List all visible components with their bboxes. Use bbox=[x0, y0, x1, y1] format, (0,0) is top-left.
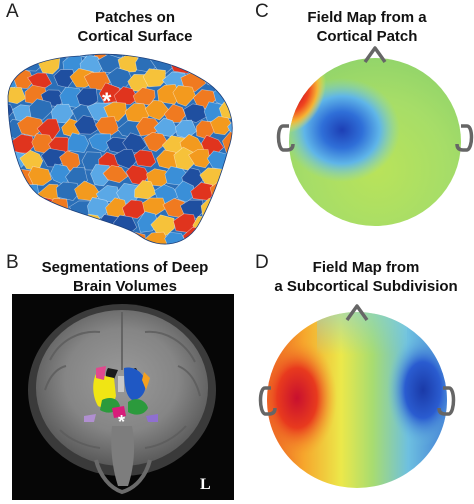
cortical-patch bbox=[211, 212, 233, 233]
cortical-patch bbox=[27, 165, 52, 186]
cortical-patch bbox=[172, 85, 196, 107]
cortical-patch bbox=[8, 200, 16, 222]
panel-a-title: Patches on Cortical Surface bbox=[40, 8, 230, 46]
cortical-patch bbox=[102, 164, 129, 184]
cortical-surface-image bbox=[7, 53, 233, 245]
cortical-patch bbox=[142, 197, 167, 217]
panel-c-letter: C bbox=[255, 1, 269, 22]
orientation-label: L bbox=[200, 476, 211, 493]
panel-a-title-line1: Patches on bbox=[94, 9, 176, 26]
cortical-patch bbox=[210, 54, 233, 75]
panel-d-title: Field Map from a Subcortical Subdivision bbox=[259, 258, 473, 296]
cortical-patch bbox=[8, 229, 15, 245]
cortical-field-map bbox=[276, 46, 474, 226]
panel-c-title: Field Map from a Cortical Patch bbox=[267, 8, 467, 46]
cortical-patch bbox=[8, 168, 16, 190]
cortical-patch bbox=[150, 214, 175, 236]
panel-b-title-line2: Brain Volumes bbox=[73, 278, 177, 295]
cortical-patch bbox=[199, 228, 226, 245]
cortical-patch bbox=[29, 54, 58, 56]
cortical-patch bbox=[50, 227, 74, 245]
cortical-patch bbox=[17, 184, 40, 205]
cortical-patch bbox=[55, 181, 81, 201]
panel-a-title-line2: Cortical Surface bbox=[77, 28, 193, 45]
cortical-patch bbox=[88, 133, 112, 153]
cortical-patch bbox=[28, 98, 54, 121]
cortical-patch bbox=[164, 103, 186, 123]
cortical-patch bbox=[40, 214, 65, 231]
cortical-patch bbox=[8, 183, 30, 203]
cortical-patch bbox=[145, 54, 169, 55]
panel-a: A Patches on Cortical Surface * bbox=[0, 0, 237, 250]
cortical-patch bbox=[73, 115, 99, 135]
cortical-patch bbox=[188, 149, 211, 169]
cortical-patch bbox=[19, 214, 44, 236]
cortical-patch bbox=[144, 99, 170, 121]
cortical-patch bbox=[183, 103, 208, 123]
cortical-patch bbox=[8, 216, 25, 237]
subcortical-field-map bbox=[258, 304, 456, 488]
mri-coronal-slice bbox=[12, 294, 234, 500]
cortical-patch bbox=[145, 231, 171, 245]
panel-c-title-line2: Cortical Patch bbox=[316, 28, 418, 45]
cortical-patch bbox=[142, 68, 166, 88]
panel-c: C Field Map from a Cortical Patch bbox=[237, 0, 474, 250]
cortical-patch bbox=[227, 118, 233, 138]
cortical-patch bbox=[28, 230, 53, 245]
cortical-patch bbox=[160, 54, 183, 59]
panel-d-title-line1: Field Map from bbox=[312, 259, 420, 276]
cortical-patch bbox=[121, 199, 148, 219]
cortical-patch bbox=[170, 55, 197, 74]
cortical-patch bbox=[31, 196, 54, 218]
cortical-patch bbox=[210, 115, 233, 136]
cortical-patch bbox=[157, 84, 181, 105]
cortical-patch bbox=[67, 132, 90, 153]
panel-d: D Field Map from a Subcortical Subdivisi… bbox=[237, 250, 474, 504]
panel-b-letter: B bbox=[6, 252, 19, 273]
panel-d-letter: D bbox=[255, 252, 269, 273]
panel-d-title-line2: a Subcortical Subdivision bbox=[274, 278, 458, 295]
panel-b-title-line1: Segmentations of Deep bbox=[41, 259, 209, 276]
cortical-patch bbox=[87, 197, 112, 219]
cortical-patch bbox=[113, 86, 139, 105]
cortical-patch bbox=[51, 54, 77, 59]
panel-a-letter: A bbox=[6, 1, 19, 22]
panel-a-marker: * bbox=[102, 88, 112, 115]
panel-b-title: Segmentations of Deep Brain Volumes bbox=[20, 258, 230, 296]
cortical-patch bbox=[65, 230, 90, 245]
cortical-patch bbox=[90, 164, 112, 187]
cortical-patch bbox=[17, 115, 46, 137]
cortical-patch bbox=[11, 54, 34, 60]
cortical-patch bbox=[57, 212, 79, 234]
cortical-patch bbox=[200, 54, 225, 62]
cortical-patch bbox=[8, 54, 16, 59]
cortical-patch bbox=[177, 54, 204, 56]
cortical-patch bbox=[189, 54, 214, 75]
cortical-patch bbox=[95, 116, 120, 136]
panel-c-title-line1: Field Map from a bbox=[307, 9, 427, 26]
cortical-patch bbox=[13, 198, 40, 219]
cortical-patch bbox=[164, 231, 188, 245]
cortical-patch bbox=[10, 228, 37, 245]
cortical-patch bbox=[133, 149, 157, 168]
panel-b: B Segmentations of Deep Brain Volumes bbox=[0, 250, 237, 504]
panel-b-marker: * bbox=[118, 412, 126, 432]
cortical-patch bbox=[134, 180, 157, 200]
cortical-patch bbox=[222, 131, 233, 153]
cortical-patch bbox=[143, 132, 168, 152]
cortical-patch bbox=[84, 232, 109, 245]
